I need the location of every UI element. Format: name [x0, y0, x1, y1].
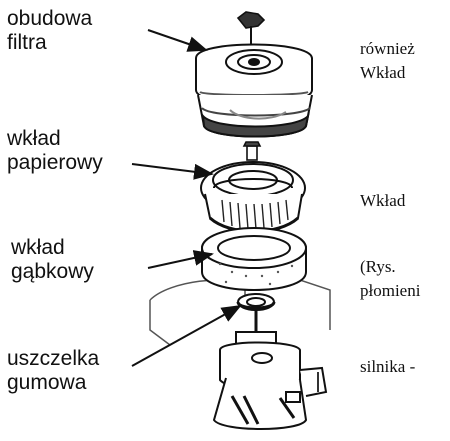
label-rubber-seal: uszczelka gumowa [7, 347, 99, 395]
label-paper-element: wkład papierowy [7, 127, 103, 175]
center-bolt-icon [242, 141, 262, 161]
foam-element [201, 227, 307, 291]
filter-housing [195, 43, 313, 138]
right-text-line: również [360, 39, 415, 58]
filter-base [212, 306, 328, 430]
label-air-filter-housing: obudowa filtra [7, 7, 92, 55]
leader-arrows [131, 29, 242, 367]
wing-nut-icon [236, 11, 266, 44]
label-foam-element: wkład gąbkowy [11, 236, 94, 284]
right-text-line: Wkład [360, 63, 406, 82]
label-line: wkład [11, 236, 65, 259]
arrow-rubber-seal [131, 305, 242, 367]
label-line: gąbkowy [11, 260, 94, 283]
label-line: obudowa [7, 7, 93, 30]
label-line: filtra [7, 31, 47, 54]
right-text-line: Wkład [360, 191, 406, 210]
label-line: gumowa [7, 371, 87, 394]
arrow-paper-element [131, 163, 214, 180]
right-text-line: (Rys. [360, 257, 396, 276]
arrow-housing [147, 29, 208, 52]
arrow-foam-element [147, 250, 214, 269]
label-line: uszczelka [7, 347, 100, 370]
right-text-line: płomieni [360, 281, 421, 300]
label-line: wkład [7, 127, 61, 150]
label-line: papierowy [7, 151, 103, 174]
right-text-line: silnika - [360, 357, 416, 376]
paper-element [200, 161, 306, 233]
